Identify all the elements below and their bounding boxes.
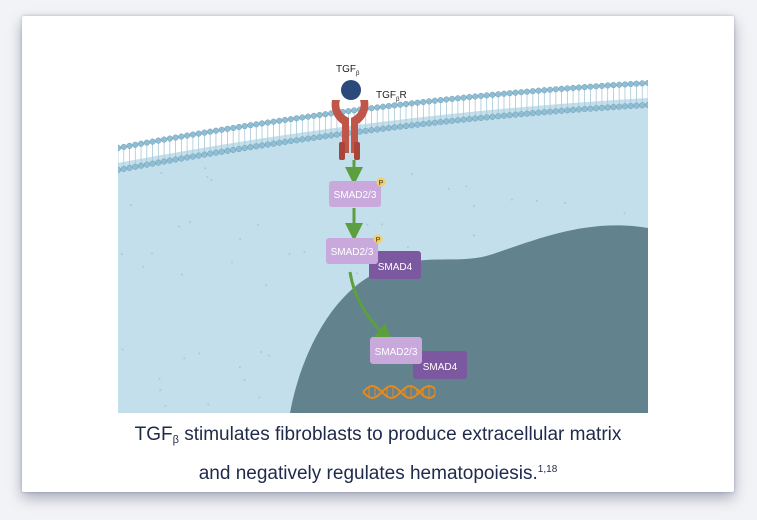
dna-helix (362, 384, 436, 400)
smad4-label: SMAD4 (423, 362, 458, 373)
smad23-label: SMAD2/3 (331, 247, 374, 258)
arrow-complex-to-nucleus (348, 271, 393, 342)
tgfb-ligand (341, 80, 361, 100)
tgfb-receptor (331, 100, 369, 160)
smad-complex-cytoplasm: SMAD4 SMAD2/3 P (326, 234, 421, 279)
caption-line-1: TGFβ stimulates fibroblasts to produce e… (134, 424, 622, 446)
pathway-svg: TGFβ TGFβR SMAD2/3 P SMAD4 SMAD2/3 P (118, 64, 648, 413)
figure-caption: TGFβ stimulates fibroblasts to produce e… (22, 420, 734, 489)
receptor-label: TGFβR (376, 90, 407, 103)
phospho-badge (376, 177, 386, 187)
figure-card: TGFβ TGFβR SMAD2/3 P SMAD4 SMAD2/3 P (22, 16, 734, 492)
tgfb-signaling-diagram: TGFβ TGFβR SMAD2/3 P SMAD4 SMAD2/3 P (118, 58, 648, 413)
smad23-label: SMAD2/3 (375, 347, 418, 358)
smad23-phosphorylated: SMAD2/3 P (329, 177, 386, 207)
caption-line-2: and negatively regulates hematopoiesis.1… (198, 463, 558, 484)
caption-references: 1,18 (537, 464, 558, 475)
phospho-label: P (379, 180, 384, 187)
ligand-label: TGFβ (336, 64, 360, 77)
phospho-badge (373, 234, 383, 244)
smad4-label: SMAD4 (378, 262, 413, 273)
smad-complex-nucleus: SMAD4 SMAD2/3 (370, 337, 467, 379)
cell-membrane (118, 79, 648, 174)
smad23-label: SMAD2/3 (334, 190, 377, 201)
phospho-label: P (376, 237, 381, 244)
